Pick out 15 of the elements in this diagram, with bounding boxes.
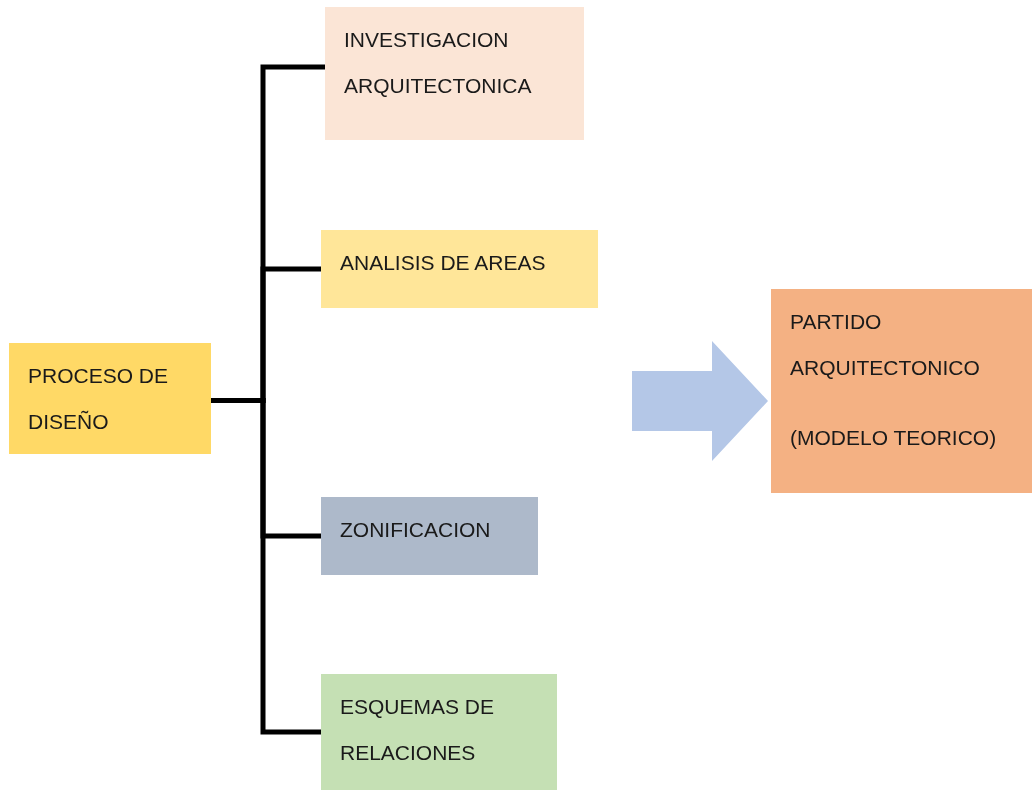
connector-line	[211, 398, 321, 735]
box-label: ANALISIS DE AREAS	[340, 250, 547, 276]
block-arrow	[632, 341, 768, 461]
process-box	[321, 674, 557, 790]
process-box	[9, 343, 211, 454]
box-label: (MODELO TEORICO)	[790, 425, 998, 451]
box-label: ESQUEMAS DE RELACIONES	[340, 694, 496, 766]
process-box	[321, 230, 598, 308]
box-label: INVESTIGACION ARQUITECTONICA	[344, 27, 533, 99]
process-box	[325, 7, 584, 140]
box-label: PROCESO DE DISEÑO	[28, 363, 170, 435]
box-label: ZONIFICACION	[340, 517, 492, 543]
process-box	[321, 497, 538, 575]
box-label: PARTIDO ARQUITECTONICO	[790, 309, 981, 381]
process-box	[771, 289, 1032, 493]
